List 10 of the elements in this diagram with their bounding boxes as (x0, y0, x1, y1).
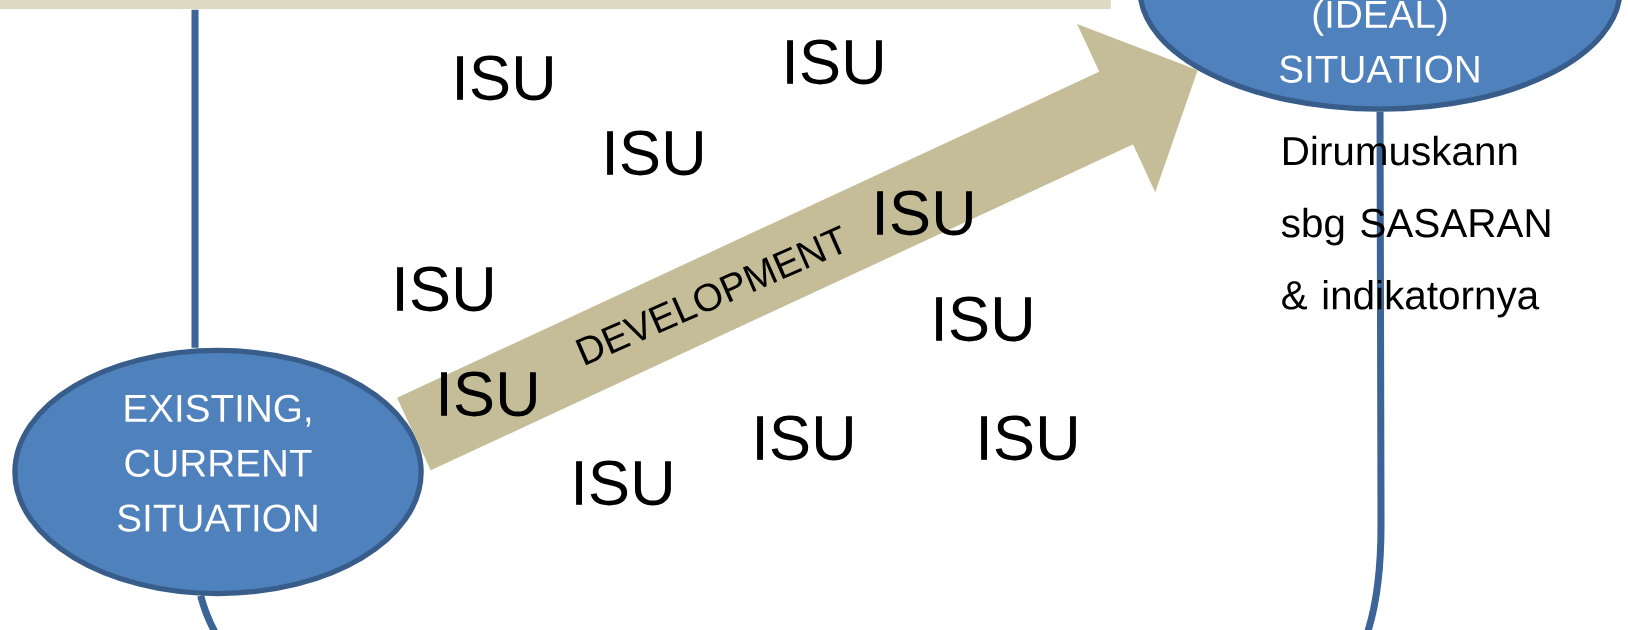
issue-label: ISU (441, 371, 536, 417)
issue-label: ISU (757, 415, 852, 461)
issue-label: ISU (981, 415, 1076, 461)
issue-label: ISU (576, 460, 671, 506)
issue-label: ISU (936, 296, 1031, 342)
issue-label: ISU (877, 190, 972, 236)
issue-label: ISU (397, 266, 492, 312)
header-bar (0, 0, 1111, 9)
issue-label: ISU (607, 130, 702, 176)
connector-line (197, 111, 1385, 630)
